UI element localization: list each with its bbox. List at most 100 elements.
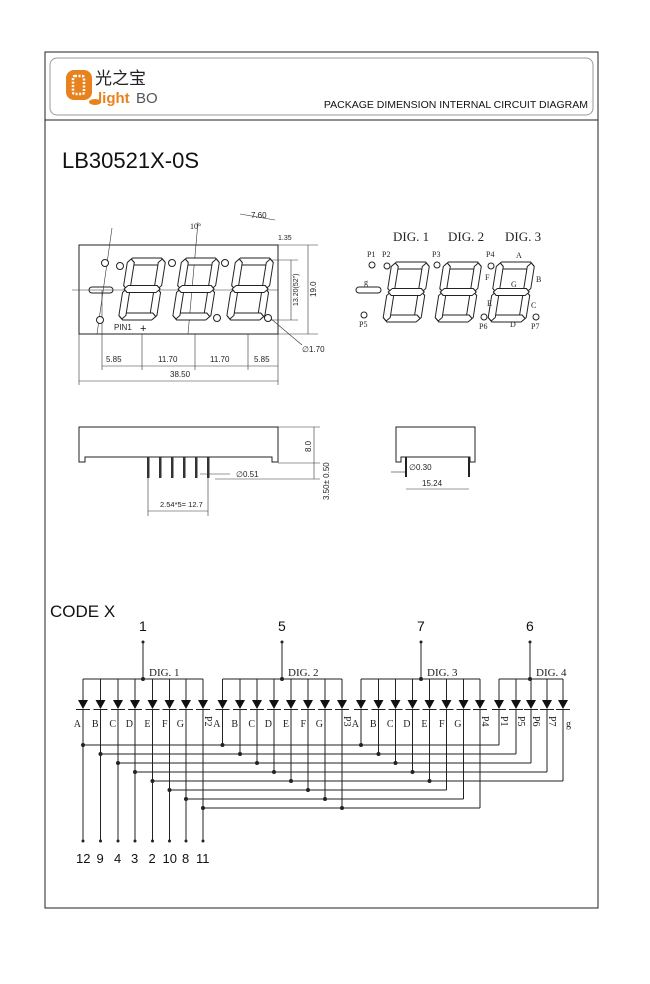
point-label: P2 xyxy=(382,250,390,259)
diode-d xyxy=(407,700,418,709)
segment-label: B xyxy=(92,719,99,730)
segment-g xyxy=(439,288,477,296)
segment-g xyxy=(123,285,161,293)
diode-g xyxy=(181,700,191,709)
common-pin-label: 7 xyxy=(417,618,425,634)
header-box xyxy=(49,57,594,116)
common-pin-label: 5 xyxy=(278,618,286,634)
circuit-title: CODE X xyxy=(50,602,115,621)
decimal-point-p2 xyxy=(383,262,391,270)
pin-terminal xyxy=(141,640,145,644)
seven-segment-digit xyxy=(382,261,430,323)
diode-b xyxy=(95,700,106,709)
decimal-point-p3 xyxy=(433,261,441,269)
segment-pin-label: 10 xyxy=(163,851,177,866)
pin-terminal xyxy=(81,839,85,843)
segment-label: G xyxy=(177,719,184,730)
diode-f xyxy=(441,700,452,709)
pin-terminal xyxy=(116,839,120,843)
diode-e xyxy=(424,700,435,709)
segment-label: E xyxy=(421,719,427,730)
pin-terminal xyxy=(99,839,102,843)
diode-e xyxy=(147,700,158,709)
segment-label: P6 xyxy=(530,716,541,727)
segment-label: F xyxy=(439,719,445,730)
segment-f xyxy=(177,258,189,290)
pin xyxy=(195,457,198,478)
segment-label: F xyxy=(300,719,306,730)
dim-height: 19.0 xyxy=(309,281,318,297)
end-pin xyxy=(468,457,470,477)
diode-p3 xyxy=(337,700,347,709)
diode-c xyxy=(252,700,262,709)
diode-b xyxy=(235,700,245,709)
decimal-point-p6 xyxy=(480,313,488,321)
segment-label: G xyxy=(316,719,323,730)
segment-pin-label: 12 xyxy=(76,851,90,866)
segment-label: P4 xyxy=(479,716,490,727)
decimal-point xyxy=(168,259,176,267)
digit-label: DIG. 1 xyxy=(149,667,180,679)
digit-label: DIG. 3 xyxy=(427,667,458,679)
dim-total: 38.50 xyxy=(170,370,191,379)
pin xyxy=(171,457,174,478)
segment-label: G xyxy=(454,719,461,730)
plus-mark: + xyxy=(140,323,146,335)
diode-g xyxy=(458,700,469,709)
diode-d xyxy=(130,700,140,709)
point-label: P7 xyxy=(531,322,539,331)
segment-pin-label: 11 xyxy=(196,851,210,866)
g-segment xyxy=(355,286,382,294)
point-label: P1 xyxy=(367,250,375,259)
diode-p1 xyxy=(494,700,504,709)
segment-label-d: D xyxy=(510,320,516,329)
segment-label-a: A xyxy=(516,251,522,260)
decimal-point xyxy=(96,316,104,324)
logo-chinese: 光之宝 xyxy=(95,69,146,88)
angle-label: 10° xyxy=(190,222,201,231)
pin1-label: PIN1 xyxy=(114,323,132,332)
dim-end-pin-dia: ∅0.30 xyxy=(409,463,432,472)
page-frame xyxy=(44,51,599,909)
segment-pin-label: 8 xyxy=(182,851,189,866)
diode-c xyxy=(390,700,401,709)
digit-label: DIG. 2 xyxy=(288,667,319,679)
dim-pin-dia: ∅0.51 xyxy=(236,470,259,479)
dim-hole: ∅1.70 xyxy=(302,345,325,354)
segment-f xyxy=(439,262,451,293)
dim-seg: 1.35 xyxy=(278,235,292,242)
segment-label: D xyxy=(265,719,272,730)
diode-c xyxy=(113,700,123,709)
pin-terminal xyxy=(528,640,532,644)
seven-segment-digit xyxy=(226,257,274,321)
pin xyxy=(159,457,162,478)
segment-label: E xyxy=(144,719,150,730)
digit-label: DIG. 4 xyxy=(536,667,567,679)
diode-a xyxy=(78,700,88,709)
dim-pitch: 2.54*5= 12.7 xyxy=(160,500,203,509)
decimal-point xyxy=(221,259,229,267)
segment-pin-label: 2 xyxy=(149,851,156,866)
dim-bottom-4: 5.85 xyxy=(254,355,270,364)
segment-label-b: B xyxy=(536,275,541,284)
logo-mark-tail xyxy=(89,99,101,105)
segview-dig3: DIG. 3 xyxy=(505,229,541,244)
segment-pin-label: 3 xyxy=(131,851,138,866)
pin-terminal xyxy=(133,839,137,843)
segment-pin-label: 4 xyxy=(114,851,121,866)
diode-f xyxy=(164,700,175,709)
seven-segment-digit xyxy=(172,257,220,321)
diode-e xyxy=(286,700,296,709)
logo-mark-inner xyxy=(71,74,86,96)
decimal-point xyxy=(116,262,124,270)
dim-pin-length: 3.50± 0.50 xyxy=(322,462,331,500)
pin xyxy=(147,457,150,478)
common-pin-label: 6 xyxy=(526,618,534,634)
diode-p5 xyxy=(511,700,521,709)
decimal-point-p7 xyxy=(532,313,540,321)
common-pin-label: 1 xyxy=(139,618,147,634)
segment-label-c: C xyxy=(531,301,536,310)
segment-label: D xyxy=(126,719,133,730)
